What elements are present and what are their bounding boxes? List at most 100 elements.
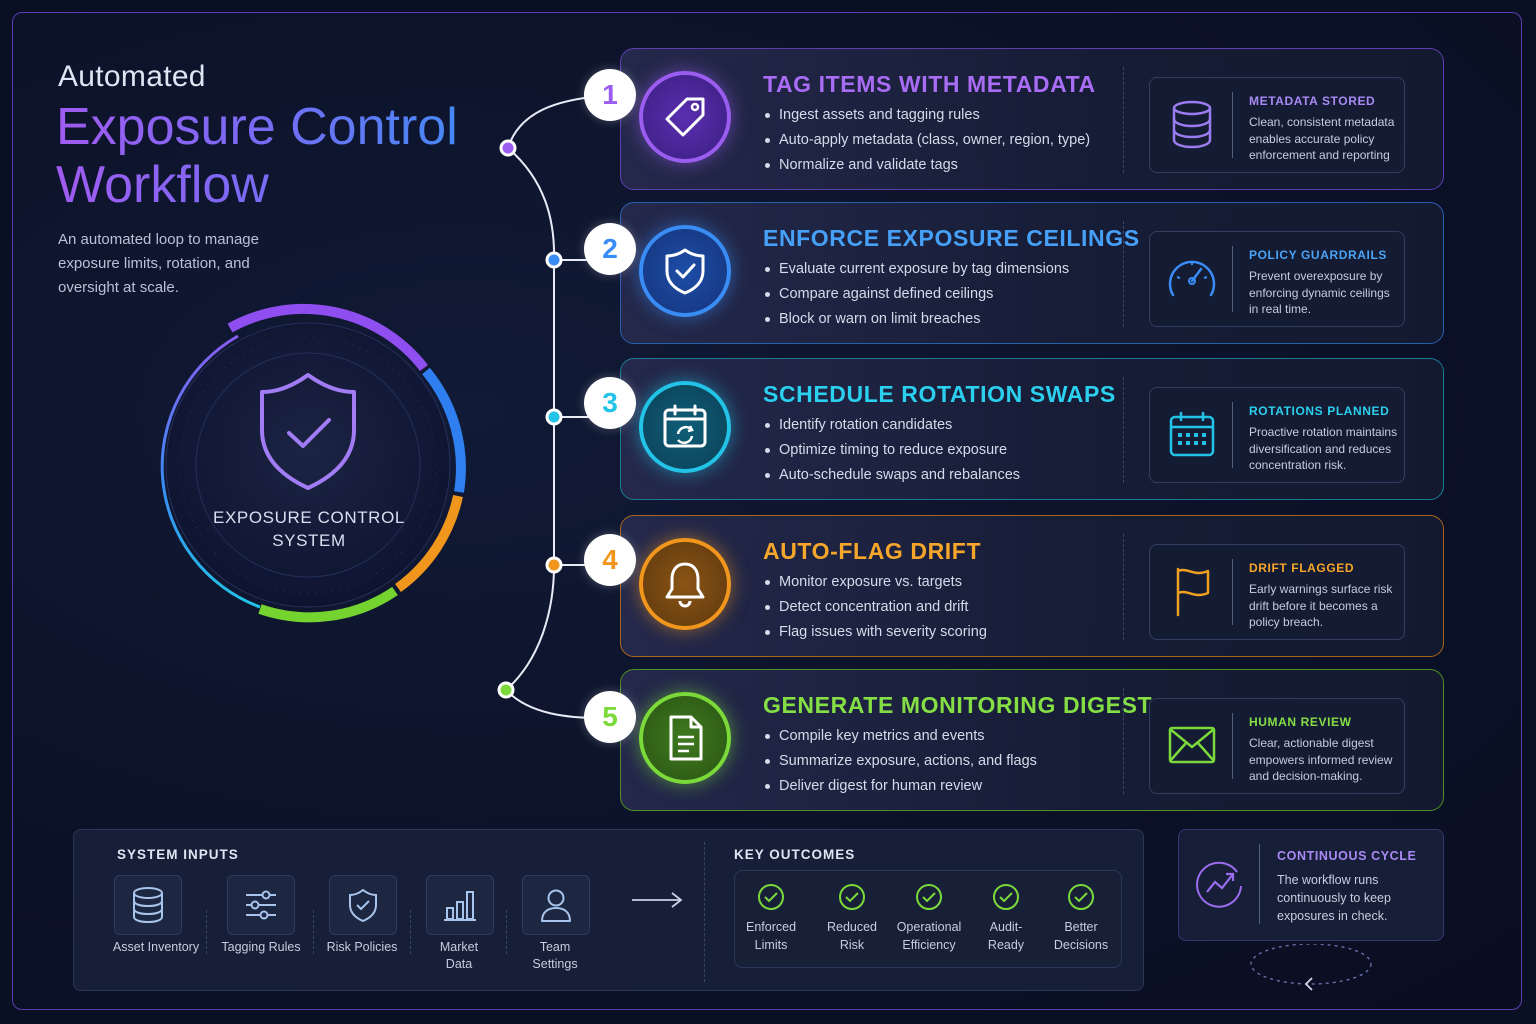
step-title: SCHEDULE ROTATION SWAPS — [763, 381, 1116, 407]
step-number-5: 5 — [584, 691, 636, 743]
bullet: Detect concentration and drift — [763, 595, 987, 620]
side-divider — [1232, 559, 1233, 625]
outcome-label: Enforced Limits — [745, 920, 797, 952]
step-bullets: Ingest assets and tagging rules Auto-app… — [763, 103, 1090, 178]
step-number-3: 3 — [584, 377, 636, 429]
side-divider — [1232, 246, 1233, 312]
section-separator — [704, 842, 705, 982]
flag-icon — [1164, 563, 1220, 619]
step-card-2[interactable]: ENFORCE EXPOSURE CEILINGS Evaluate curre… — [620, 202, 1444, 344]
input-label-risk-policies: Risk Policies — [326, 940, 398, 954]
bullet: Deliver digest for human review — [763, 774, 1037, 799]
inputs-outcomes-panel: SYSTEM INPUTS Asset Inventory Tagging Ru… — [73, 829, 1144, 991]
shield-check-icon — [639, 225, 731, 317]
divider — [1123, 377, 1124, 483]
calendar-refresh-icon — [639, 381, 731, 473]
side-text: Prevent overexposure by enforcing dynami… — [1249, 269, 1390, 316]
step-card-5[interactable]: GENERATE MONITORING DIGEST Compile key m… — [620, 669, 1444, 811]
market-data-text: Market Data — [439, 940, 479, 971]
side-text: Proactive rotation maintains diversifica… — [1249, 425, 1398, 472]
outcomes-title: KEY OUTCOMES — [734, 847, 856, 862]
input-label-asset-inventory: Asset Inventory — [112, 940, 200, 954]
step-title: AUTO-FLAG DRIFT — [763, 538, 982, 564]
step-card-1[interactable]: TAG ITEMS WITH METADATA Ingest assets an… — [620, 48, 1444, 190]
step-bullets: Monitor exposure vs. targets Detect conc… — [763, 570, 987, 645]
outcome-label: Operational Efficiency — [896, 920, 962, 952]
outcome-label: Reduced Risk — [826, 920, 878, 952]
tag-icon — [639, 71, 731, 163]
calendar-icon — [1164, 406, 1220, 462]
bullet: Summarize exposure, actions, and flags — [763, 749, 1037, 774]
bullet: Identify rotation candidates — [763, 413, 1020, 438]
separator — [313, 910, 314, 954]
cycle-loop-arrow-icon — [1250, 944, 1372, 991]
input-label-tagging-rules: Tagging Rules — [221, 940, 301, 954]
bullet: Monitor exposure vs. targets — [763, 570, 987, 595]
bullet: Compare against defined ceilings — [763, 282, 1069, 307]
outcome-item: Enforced Limits — [733, 884, 809, 954]
outcome-label: Audit-Ready — [987, 920, 1025, 952]
system-label-line2: SYSTEM — [272, 531, 346, 550]
bullet: Auto-schedule swaps and rebalances — [763, 463, 1020, 488]
outcome-item: Reduced Risk — [814, 884, 890, 954]
side-text: Clean, consistent metadata enables accur… — [1249, 115, 1395, 162]
sliders-icon — [227, 875, 295, 935]
node-dot-5 — [497, 681, 515, 699]
bullet: Compile key metrics and events — [763, 724, 1037, 749]
side-panel: ROTATIONS PLANNED Proactive rotation mai… — [1149, 387, 1405, 483]
outcome-label: Better Decisions — [1053, 920, 1109, 952]
side-panel: METADATA STORED Clean, consistent metada… — [1149, 77, 1405, 173]
side-divider — [1232, 713, 1233, 779]
outcome-item: Operational Efficiency — [891, 884, 967, 954]
node-dot-1 — [499, 139, 517, 157]
side-title: METADATA STORED — [1249, 94, 1376, 108]
step-card-4[interactable]: AUTO-FLAG DRIFT Monitor exposure vs. tar… — [620, 515, 1444, 657]
outcome-item: Better Decisions — [1043, 884, 1119, 954]
user-icon — [522, 875, 590, 935]
bar-chart-icon — [426, 875, 494, 935]
step-bullets: Identify rotation candidates Optimize ti… — [763, 413, 1020, 488]
check-icon — [839, 884, 865, 910]
side-panel: POLICY GUARDRAILS Prevent overexposure b… — [1149, 231, 1405, 327]
timeline-connector — [497, 95, 601, 719]
system-label-line1: EXPOSURE CONTROL — [213, 508, 405, 527]
step-title: GENERATE MONITORING DIGEST — [763, 692, 1153, 718]
database-icon — [1164, 96, 1220, 152]
page-description: An automated loop to manage exposure lim… — [58, 231, 259, 296]
side-divider — [1232, 92, 1233, 158]
bullet: Normalize and validate tags — [763, 153, 1090, 178]
database-icon — [114, 875, 182, 935]
side-title: HUMAN REVIEW — [1249, 715, 1352, 729]
side-panel: HUMAN REVIEW Clear, actionable digest em… — [1149, 698, 1405, 794]
separator — [206, 910, 207, 954]
continuous-cycle-panel: CONTINUOUS CYCLE The workflow runs conti… — [1178, 829, 1444, 941]
check-icon — [916, 884, 942, 910]
divider — [1123, 688, 1124, 794]
input-label-market-data: Market Data — [409, 939, 509, 973]
side-text: Clear, actionable digest empowers inform… — [1249, 736, 1393, 783]
separator — [506, 910, 507, 954]
document-icon — [639, 692, 731, 784]
shield-check-icon — [329, 875, 397, 935]
side-title: DRIFT FLAGGED — [1249, 561, 1355, 575]
step-card-3[interactable]: SCHEDULE ROTATION SWAPS Identify rotatio… — [620, 358, 1444, 500]
bullet: Auto-apply metadata (class, owner, regio… — [763, 128, 1090, 153]
bullet: Evaluate current exposure by tag dimensi… — [763, 257, 1069, 282]
side-divider — [1232, 402, 1233, 468]
step-number-4: 4 — [584, 534, 636, 586]
divider — [1123, 67, 1124, 173]
cycle-text: The workflow runs continuously to keep e… — [1277, 873, 1391, 923]
side-text: Early warnings surface risk drift before… — [1249, 582, 1393, 629]
divider — [1123, 534, 1124, 640]
step-title: ENFORCE EXPOSURE CEILINGS — [763, 225, 1140, 251]
step-number-2: 2 — [584, 223, 636, 275]
bullet: Flag issues with severity scoring — [763, 620, 987, 645]
side-divider — [1259, 844, 1260, 924]
cycle-title: CONTINUOUS CYCLE — [1277, 849, 1417, 863]
node-dot-3 — [545, 408, 563, 426]
side-title: POLICY GUARDRAILS — [1249, 248, 1387, 262]
system-label: EXPOSURE CONTROL SYSTEM — [209, 506, 409, 552]
page-title: Exposure Control Workflow — [56, 98, 486, 214]
check-icon — [758, 884, 784, 910]
step-bullets: Compile key metrics and events Summarize… — [763, 724, 1037, 799]
